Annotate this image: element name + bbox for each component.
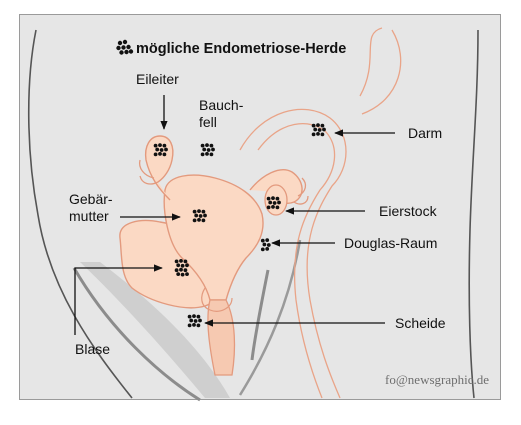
label-bauchfell-line1: Bauch- bbox=[199, 97, 244, 113]
credit-text: fo@newsgraphic.de bbox=[385, 372, 489, 387]
focus-dot bbox=[271, 205, 275, 209]
legend-text: mögliche Endometriose-Herde bbox=[136, 41, 346, 57]
focus-dot bbox=[276, 206, 280, 210]
focus-dot bbox=[155, 148, 159, 152]
focus-dot bbox=[158, 143, 162, 147]
focus-dot bbox=[164, 148, 168, 152]
focus-cluster-eileiter bbox=[154, 143, 168, 156]
focus-dot bbox=[197, 209, 201, 213]
focus-dot bbox=[175, 260, 179, 264]
focus-dot bbox=[193, 210, 197, 214]
focus-dot bbox=[316, 132, 320, 136]
focus-dot bbox=[184, 260, 188, 264]
focus-dot bbox=[273, 201, 277, 205]
focus-cluster-gebaermutter bbox=[193, 209, 207, 222]
focus-dot bbox=[188, 324, 192, 328]
focus-dot bbox=[181, 264, 185, 268]
focus-dot bbox=[202, 210, 206, 214]
focus-dot bbox=[267, 206, 271, 210]
focus-dot bbox=[197, 324, 201, 328]
focus-dot bbox=[163, 153, 167, 157]
focus-dot bbox=[277, 201, 281, 205]
focus-dot bbox=[265, 247, 269, 251]
focus-dot bbox=[267, 197, 271, 201]
focus-dot bbox=[271, 196, 275, 200]
focus-dot bbox=[185, 263, 189, 267]
intestine-outline bbox=[240, 109, 346, 398]
pelvic-floor-line-3 bbox=[240, 240, 300, 395]
focus-dot bbox=[312, 124, 316, 128]
focus-cluster-darm bbox=[312, 123, 326, 136]
focus-dot bbox=[205, 152, 209, 156]
label-gebaermutter-line2: mutter bbox=[69, 208, 109, 224]
focus-cluster-eierstock bbox=[267, 196, 281, 209]
label-darm: Darm bbox=[408, 125, 442, 141]
legend-icon bbox=[116, 40, 133, 55]
focus-dot bbox=[181, 273, 185, 277]
focus-dot bbox=[265, 238, 269, 242]
focus-dot bbox=[276, 197, 280, 201]
label-gebaermutter-line1: Gebär- bbox=[69, 191, 113, 207]
focus-dot bbox=[321, 133, 325, 137]
focus-dot bbox=[154, 153, 158, 157]
label-scheide: Scheide bbox=[395, 315, 446, 331]
focus-dot bbox=[189, 319, 193, 323]
focus-dot bbox=[176, 263, 180, 267]
label-blase: Blase bbox=[75, 341, 110, 357]
focus-dot bbox=[184, 268, 188, 272]
focus-dot bbox=[202, 219, 206, 223]
focus-dot bbox=[179, 259, 183, 263]
focus-dot bbox=[261, 239, 265, 243]
focus-dot bbox=[201, 144, 205, 148]
colon-loop bbox=[360, 28, 401, 114]
focus-cluster-scheide bbox=[188, 314, 202, 327]
focus-dot bbox=[197, 315, 201, 319]
focus-dot bbox=[201, 153, 205, 157]
focus-dot bbox=[197, 218, 201, 222]
focus-dot bbox=[211, 148, 215, 152]
focus-dot bbox=[154, 144, 158, 148]
body-outline-right bbox=[469, 30, 478, 398]
focus-dot bbox=[185, 272, 189, 276]
focus-cluster-douglas bbox=[261, 238, 271, 251]
focus-dot bbox=[261, 248, 265, 252]
focus-dot bbox=[318, 128, 322, 132]
focus-dot bbox=[194, 214, 198, 218]
focus-dot bbox=[207, 148, 211, 152]
focus-dot bbox=[312, 133, 316, 137]
focus-dot bbox=[193, 219, 197, 223]
focus-dot bbox=[267, 243, 271, 247]
focus-dot bbox=[210, 144, 214, 148]
focus-cluster-bauchfell bbox=[201, 143, 215, 156]
label-eierstock: Eierstock bbox=[379, 203, 438, 219]
focus-dot bbox=[192, 323, 196, 327]
focus-dot bbox=[198, 319, 202, 323]
focus-dot bbox=[192, 314, 196, 318]
focus-dot bbox=[163, 144, 167, 148]
focus-dot bbox=[199, 214, 203, 218]
focus-dot bbox=[188, 315, 192, 319]
focus-dot bbox=[263, 243, 267, 247]
focus-dot bbox=[313, 128, 317, 132]
focus-dot bbox=[176, 272, 180, 276]
focus-dot bbox=[175, 268, 179, 272]
label-eileiter: Eileiter bbox=[136, 71, 179, 87]
focus-dot bbox=[321, 124, 325, 128]
label-bauchfell-line2: fell bbox=[199, 114, 217, 130]
focus-dot bbox=[179, 268, 183, 272]
focus-dot bbox=[160, 148, 164, 152]
focus-dot bbox=[203, 214, 207, 218]
focus-dot bbox=[268, 201, 272, 205]
focus-dot bbox=[202, 148, 206, 152]
focus-dot bbox=[322, 128, 326, 132]
focus-dot bbox=[316, 123, 320, 127]
focus-dot bbox=[194, 319, 198, 323]
focus-dot bbox=[210, 153, 214, 157]
focus-dot bbox=[158, 152, 162, 156]
focus-dot bbox=[205, 143, 209, 147]
label-douglas-raum: Douglas-Raum bbox=[344, 235, 437, 251]
